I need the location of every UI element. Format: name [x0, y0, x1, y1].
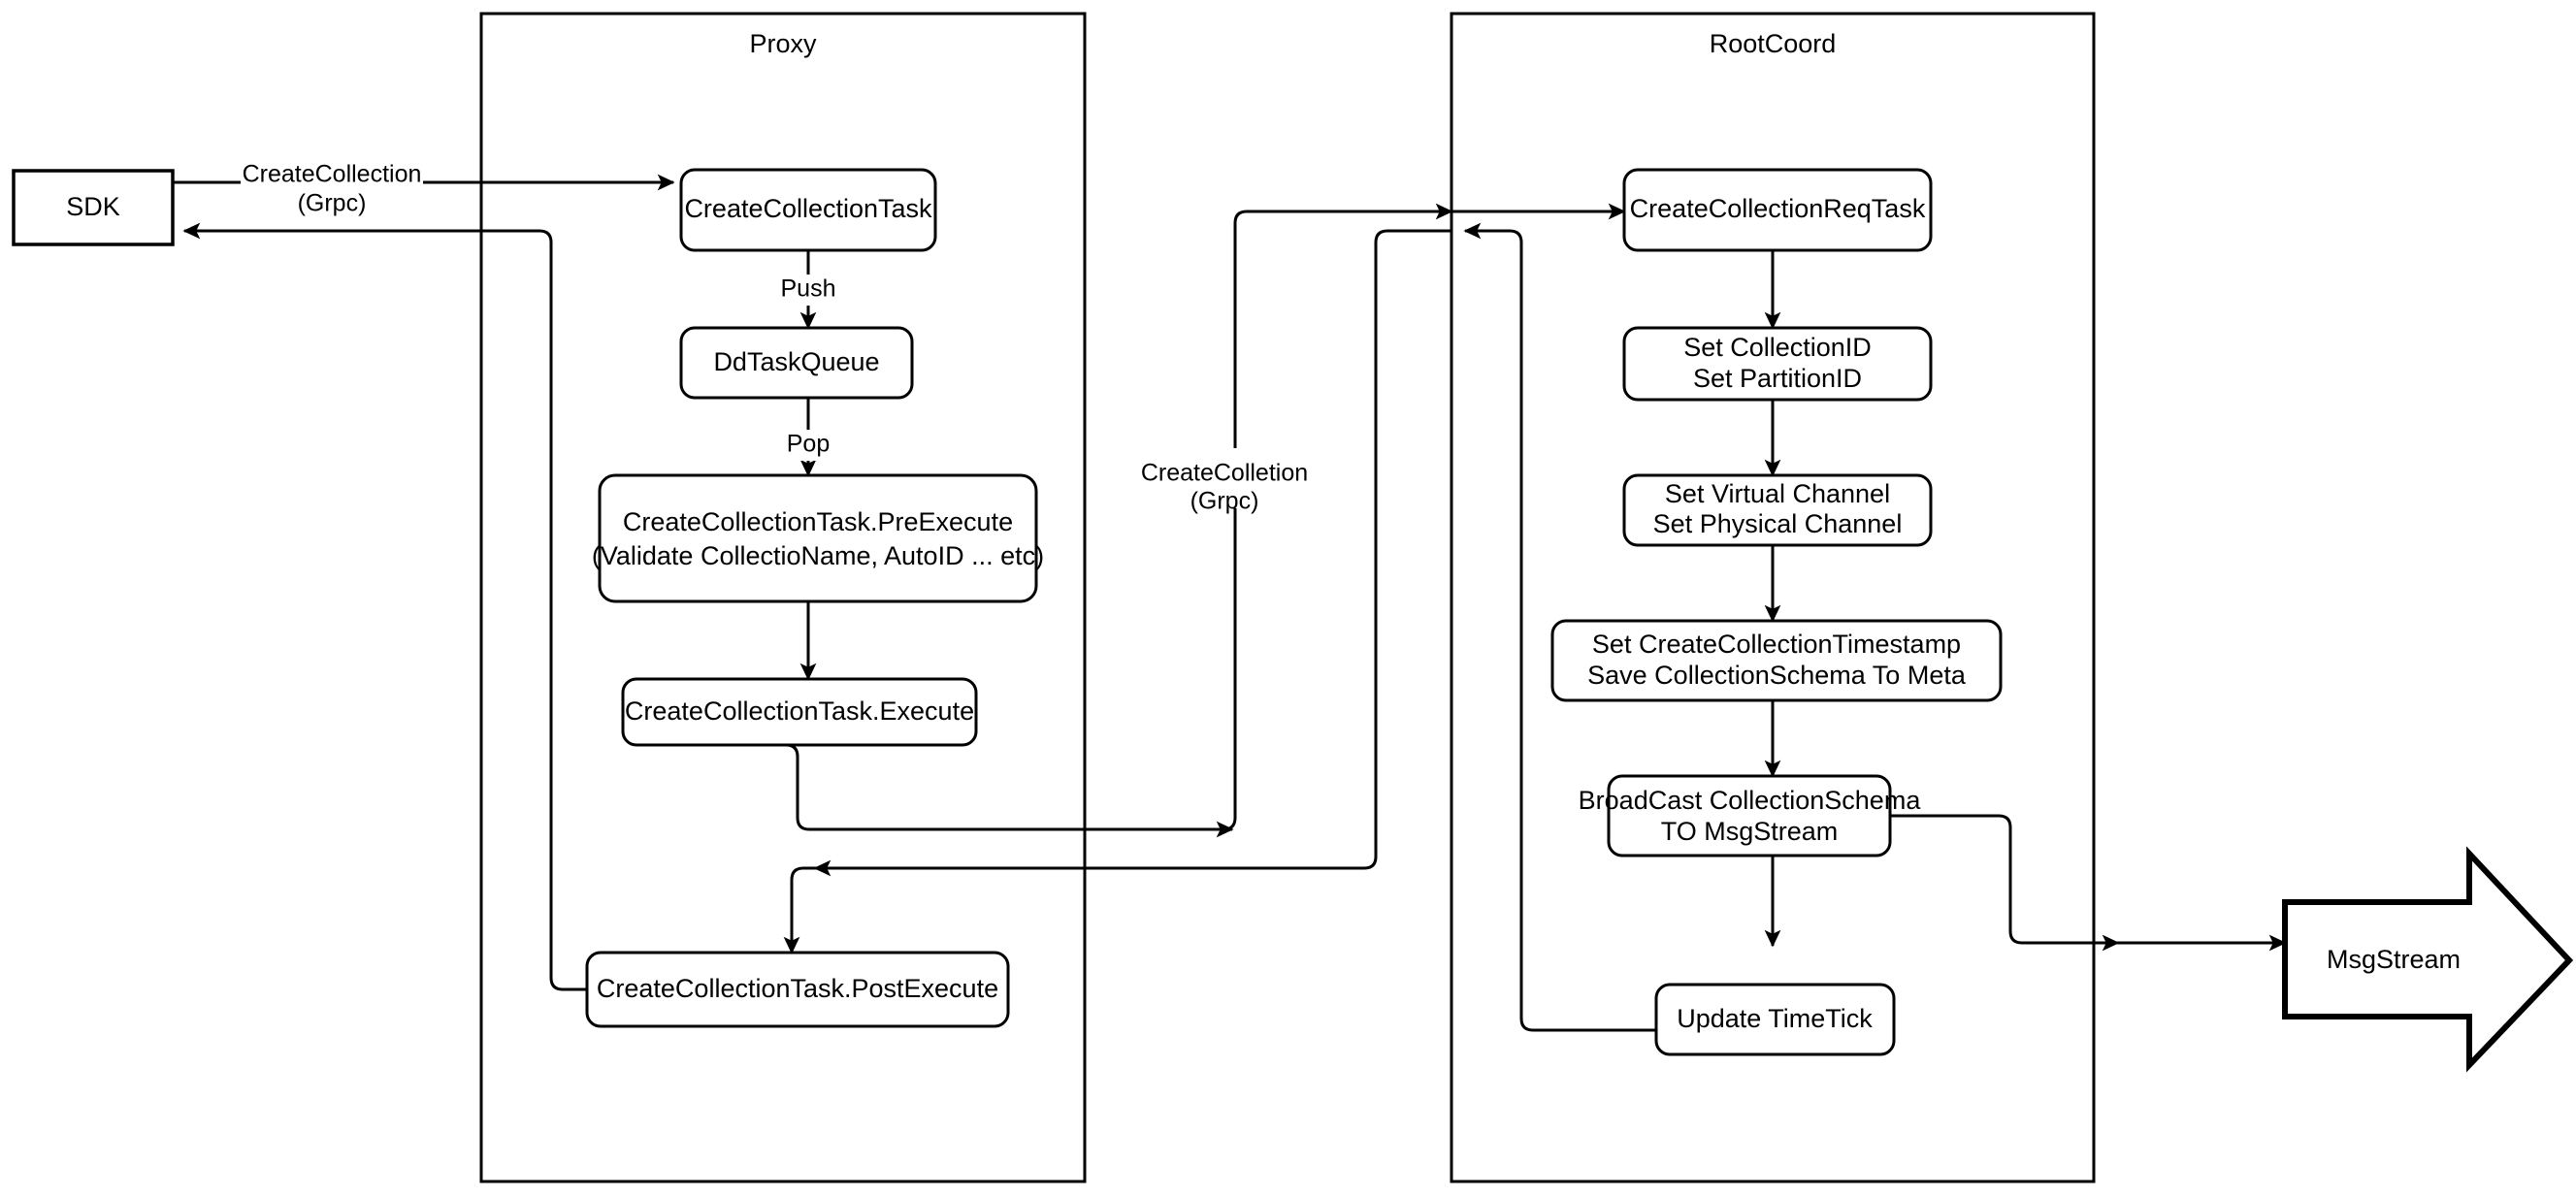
preexecute-label-line1: CreateCollectionTask.PreExecute	[623, 507, 1013, 536]
create-collection-task-box	[679, 168, 937, 252]
set-channels-label-line1: Set Virtual Channel	[1665, 479, 1890, 508]
create-collection-task-label: CreateCollectionTask	[684, 194, 932, 223]
node-broadcast[interactable]: BroadCast CollectionSchema TO MsgStream	[1579, 774, 1922, 857]
node-update-timetick[interactable]: Update TimeTick	[1654, 983, 1896, 1056]
broadcast-label-line2: TO MsgStream	[1661, 817, 1839, 846]
edge-label-push-text: Push	[781, 275, 836, 303]
set-channels-label-line2: Set Physical Channel	[1653, 509, 1903, 538]
edge-label-grpc-line2: (Grpc)	[1190, 488, 1259, 515]
rootcoord-container-label: RootCoord	[1710, 29, 1837, 58]
node-set-channels[interactable]: Set Virtual Channel Set Physical Channel	[1622, 473, 1933, 547]
dd-task-queue-label: DdTaskQueue	[713, 347, 879, 376]
node-save-meta[interactable]: Set CreateCollectionTimestamp Save Colle…	[1550, 619, 2003, 702]
edge-label-pop: Pop	[774, 430, 842, 461]
postexecute-label: CreateCollectionTask.PostExecute	[597, 974, 998, 1003]
dd-task-queue-box	[679, 326, 914, 400]
create-collection-req-task-label: CreateCollectionReqTask	[1630, 194, 1926, 223]
node-preexecute[interactable]: CreateCollectionTask.PreExecute (Validat…	[592, 473, 1044, 603]
proxy-container-label: Proxy	[749, 29, 817, 58]
save-meta-label-line1: Set CreateCollectionTimestamp	[1592, 630, 1961, 659]
set-channels-box	[1622, 473, 1933, 547]
node-create-collection-task[interactable]: CreateCollectionTask	[679, 168, 937, 252]
edge-broadcast-to-msgstream-wall	[1889, 814, 2120, 952]
postexecute-box	[585, 951, 1010, 1028]
broadcast-box	[1607, 774, 1892, 857]
broadcast-label-line1: BroadCast CollectionSchema	[1579, 786, 1922, 815]
edge-label-proxy-to-rootcoord: CreateColletion (Grpc)	[1141, 448, 1327, 515]
edge-label-push: Push	[768, 275, 848, 306]
preexecute-box	[598, 473, 1038, 603]
node-set-ids[interactable]: Set CollectionID Set PartitionID	[1622, 326, 1933, 402]
node-postexecute[interactable]: CreateCollectionTask.PostExecute	[585, 951, 1010, 1028]
update-timetick-box	[1654, 983, 1896, 1056]
sdk-box	[12, 169, 175, 246]
preexecute-label-line2: (Validate CollectioName, AutoID ... etc)	[592, 541, 1044, 570]
update-timetick-label: Update TimeTick	[1677, 1004, 1873, 1033]
node-sdk[interactable]: SDK	[12, 169, 175, 246]
edge-label-pop-text: Pop	[787, 431, 830, 458]
edge-label-sdk-line2: (Grpc)	[298, 190, 367, 217]
save-meta-label-line2: Save CollectionSchema To Meta	[1587, 661, 1967, 690]
set-ids-label-line2: Set PartitionID	[1693, 364, 1862, 393]
node-msgstream[interactable]: MsgStream	[2282, 846, 2574, 1073]
edge-label-pop-bg	[774, 430, 842, 461]
node-create-collection-req-task[interactable]: CreateCollectionReqTask	[1622, 168, 1933, 252]
execute-box	[621, 677, 978, 747]
edge-postexecute-to-sdk-response	[182, 222, 587, 991]
edge-label-sdk-to-proxy: CreateCollection (Grpc)	[241, 158, 423, 218]
edge-rootcoord-response-to-proxy	[813, 229, 1451, 877]
node-dd-task-queue[interactable]: DdTaskQueue	[679, 326, 914, 400]
edge-label-sdk-line1: CreateCollection	[243, 161, 422, 188]
edge-label-sdk-bg	[241, 158, 423, 218]
sdk-label: SDK	[66, 192, 120, 221]
set-ids-label-line1: Set CollectionID	[1683, 333, 1872, 362]
edge-label-push-bg	[768, 275, 848, 306]
edge-response-to-postexecute	[783, 866, 815, 954]
node-execute[interactable]: CreateCollectionTask.Execute	[621, 677, 978, 747]
execute-label: CreateCollectionTask.Execute	[625, 696, 974, 726]
msgstream-arrow-shape	[2282, 846, 2574, 1073]
set-ids-box	[1622, 326, 1933, 402]
edge-label-grpc-bg	[1143, 448, 1327, 508]
create-collection-req-task-box	[1622, 168, 1933, 252]
edge-trunk-request-vertical	[1222, 210, 1456, 831]
msgstream-label: MsgStream	[2327, 945, 2461, 974]
save-meta-box	[1550, 619, 2003, 702]
edge-label-grpc-line1: CreateColletion	[1141, 460, 1308, 487]
edge-timetick-return-up	[1463, 222, 1656, 1032]
